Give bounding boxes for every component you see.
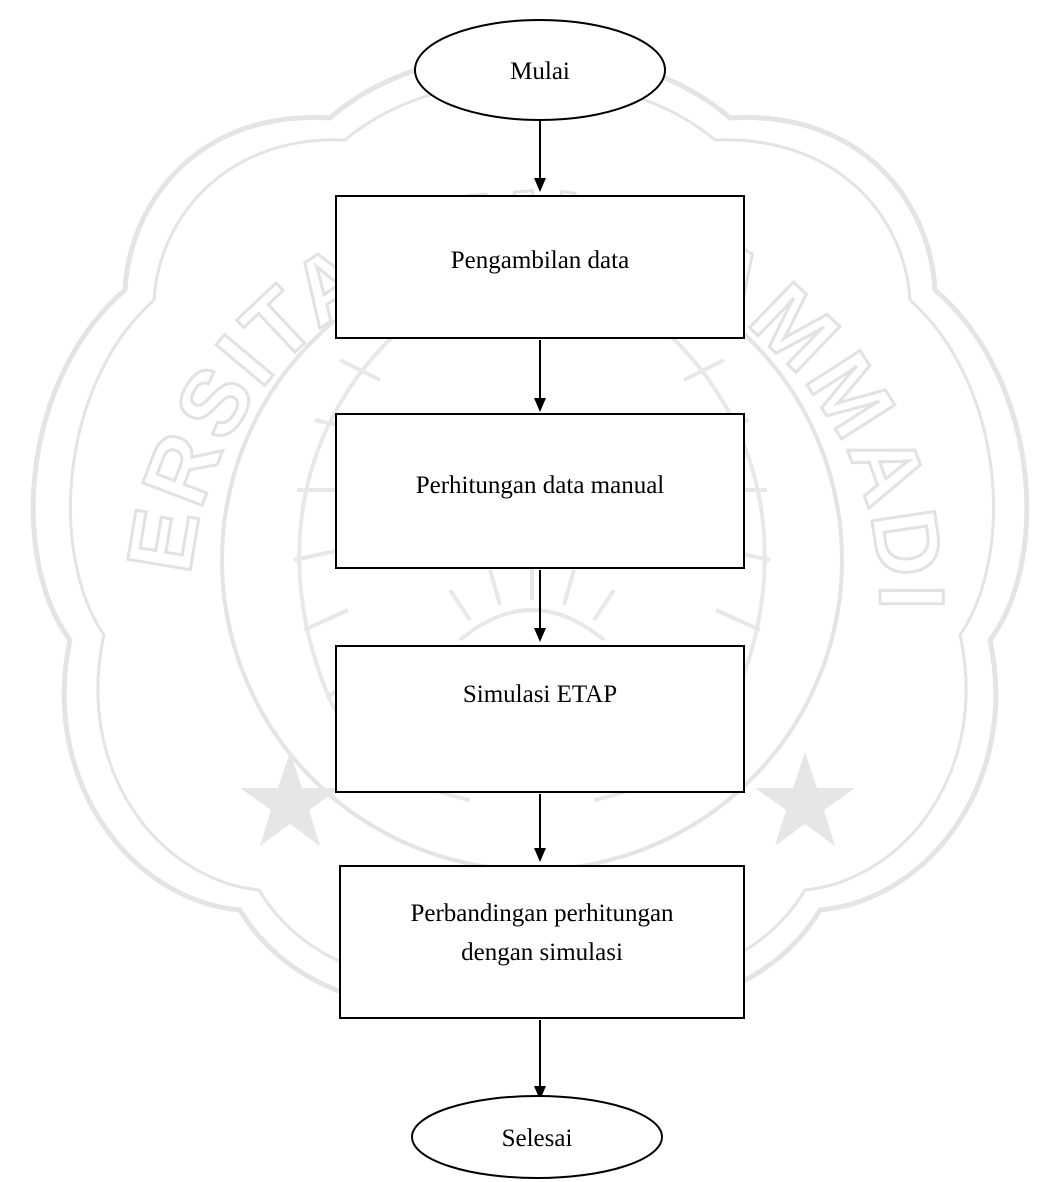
- step-label-line-1: Perbandingan perhitungan: [410, 900, 674, 927]
- seal-star-right-icon: [755, 752, 855, 846]
- start-terminator: Mulai: [414, 19, 666, 121]
- arrowhead-3: [534, 628, 546, 642]
- seal-sun-rays: [448, 564, 616, 642]
- arrowhead-4: [534, 848, 546, 862]
- step-label-line-2: dengan simulasi: [461, 939, 623, 966]
- seal-star-left-icon: [240, 752, 340, 846]
- arrowhead-5: [534, 1086, 546, 1100]
- process-step-manual-calculation: Perhitungan data manual: [335, 413, 745, 569]
- step-label: Simulasi ETAP: [463, 681, 617, 708]
- arrowhead-2: [534, 398, 546, 412]
- end-label: Selesai: [502, 1125, 573, 1152]
- process-step-comparison: Perbandingan perhitungan dengan simulasi: [339, 865, 745, 1019]
- end-terminator: Selesai: [411, 1095, 663, 1179]
- arrowhead-1: [534, 178, 546, 192]
- process-step-etap-simulation: Simulasi ETAP: [335, 645, 745, 793]
- process-step-data-collection: Pengambilan data: [335, 195, 745, 339]
- start-label: Mulai: [510, 58, 570, 85]
- step-label: Perhitungan data manual: [416, 472, 665, 499]
- step-label: Pengambilan data: [451, 247, 629, 274]
